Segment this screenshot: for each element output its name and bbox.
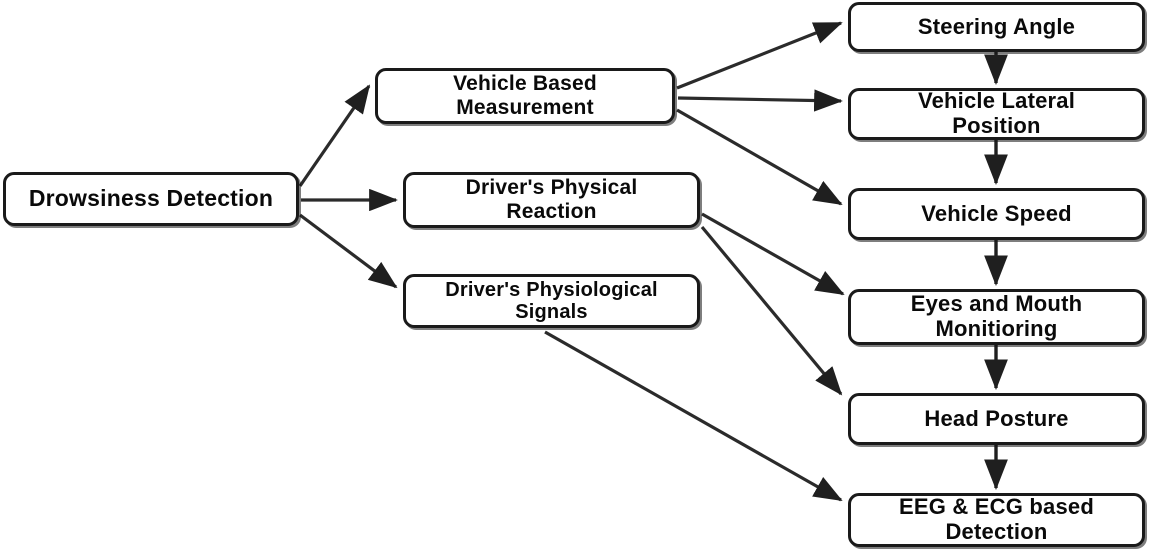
node-vehicle-lateral-position[interactable]: Vehicle Lateral Position bbox=[848, 88, 1145, 140]
node-drowsiness-detection[interactable]: Drowsiness Detection bbox=[3, 172, 299, 226]
node-drivers-physical-reaction[interactable]: Driver's Physical Reaction bbox=[403, 172, 700, 228]
edge-physiological-signals-to-eeg-ecg bbox=[544, 330, 843, 502]
edge-vehicle-based-to-lateral-position bbox=[677, 89, 843, 112]
node-eeg-and-ecg-based-detection[interactable]: EEG & ECG based Detection bbox=[848, 493, 1145, 547]
edge-physical-reaction-to-head-posture bbox=[700, 225, 843, 396]
node-label-vehicle-speed: Vehicle Speed bbox=[921, 200, 1072, 226]
node-drivers-physiological-signals[interactable]: Driver's Physiological Signals bbox=[403, 274, 700, 328]
node-label-drivers-physiological-signals: Driver's Physiological Signals bbox=[445, 278, 658, 323]
node-label-steering-angle: Steering Angle bbox=[917, 13, 1076, 39]
edge-root-to-physiological-signals bbox=[299, 213, 398, 289]
node-vehicle-based-measurement[interactable]: Vehicle Based Measurement bbox=[375, 68, 675, 124]
node-label-vehicle-based-measurement: Vehicle Based Measurement bbox=[453, 72, 597, 119]
edge-root-to-vehicle-based bbox=[298, 84, 371, 187]
node-label-head-posture: Head Posture bbox=[924, 405, 1069, 431]
node-vehicle-speed[interactable]: Vehicle Speed bbox=[848, 188, 1145, 240]
node-steering-angle[interactable]: Steering Angle bbox=[848, 2, 1145, 52]
node-head-posture[interactable]: Head Posture bbox=[848, 393, 1145, 445]
node-eyes-and-mouth-monitoring[interactable]: Eyes and Mouth Monitioring bbox=[848, 289, 1145, 345]
node-label-vehicle-lateral-position: Vehicle Lateral Position bbox=[917, 88, 1076, 138]
edge-physical-reaction-to-eyes-mouth bbox=[701, 212, 845, 296]
node-label-eeg-and-ecg-based-detection: EEG & ECG based Detection bbox=[899, 494, 1094, 544]
node-label-eyes-and-mouth-monitoring: Eyes and Mouth Monitioring bbox=[910, 291, 1083, 341]
node-label-drivers-physical-reaction: Driver's Physical Reaction bbox=[465, 176, 638, 223]
edge-vehicle-based-to-steering-angle bbox=[676, 21, 843, 90]
node-label-drowsiness-detection: Drowsiness Detection bbox=[28, 185, 274, 212]
edge-vehicle-based-to-vehicle-speed bbox=[676, 108, 843, 206]
